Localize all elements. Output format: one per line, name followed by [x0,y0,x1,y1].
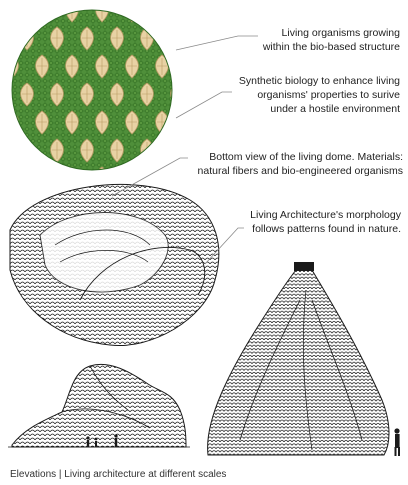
cell-vein [37,170,47,187]
organism-cell [171,83,184,106]
cell-vein [157,2,167,19]
organism-cell [186,55,199,78]
organism-cell [6,167,19,190]
organism-cell [156,0,169,22]
organism-cell [186,111,199,134]
cell-vein [7,170,17,187]
organism-cell [171,27,184,50]
cell-vein [37,2,47,19]
cell-vein [187,114,197,131]
cell-vein [172,86,182,103]
caption-line: organisms' properties to surive [257,89,400,101]
figure-caption: Elevations | Living architecture at diff… [10,469,226,480]
caption-line: Living Architecture's morphology [250,209,402,221]
small-scale-elevation [8,364,190,447]
organism-cell [36,0,49,22]
annotation-morphology: Living Architecture's morphology follows… [250,209,402,235]
bottom-view-dome [10,184,219,345]
cell-vein [172,142,182,159]
organism-cell [6,0,19,22]
organism-cell [201,83,214,106]
cell-vein [7,114,17,131]
caption-line: within the bio-based structure [262,41,400,53]
cell-vein [172,30,182,47]
cell-vein [187,2,197,19]
organism-cell [36,167,49,190]
caption-line: natural fibers and bio-engineered organi… [198,165,403,177]
organism-cell [66,167,79,190]
annotation-bottom-view: Bottom view of the living dome. Material… [198,151,403,177]
cell-vein [187,170,197,187]
organism-cell [186,0,199,22]
cell-vein [127,2,137,19]
cell-vein [202,30,212,47]
annotation-living-organisms: Living organisms growing within the bio-… [262,27,400,53]
cell-vein [157,170,167,187]
caption-line: Synthetic biology to enhance living [239,75,400,87]
caption-line: Living organisms growing [282,27,401,39]
caption-line: under a hostile environment [270,103,400,115]
organism-cell [201,27,214,50]
cell-vein [7,2,17,19]
organism-cell [186,167,199,190]
human-figure-tall [394,428,400,456]
cell-vein [187,58,197,75]
organism-cell [171,139,184,162]
caption-line: follows patterns found in nature. [252,223,401,235]
cell-vein [67,170,77,187]
annotation-synthetic-biology: Synthetic biology to enhance living orga… [239,75,400,115]
caption-line: Bottom view of the living dome. Material… [209,151,403,163]
large-scale-elevation [208,262,400,456]
cell-vein [22,142,32,159]
